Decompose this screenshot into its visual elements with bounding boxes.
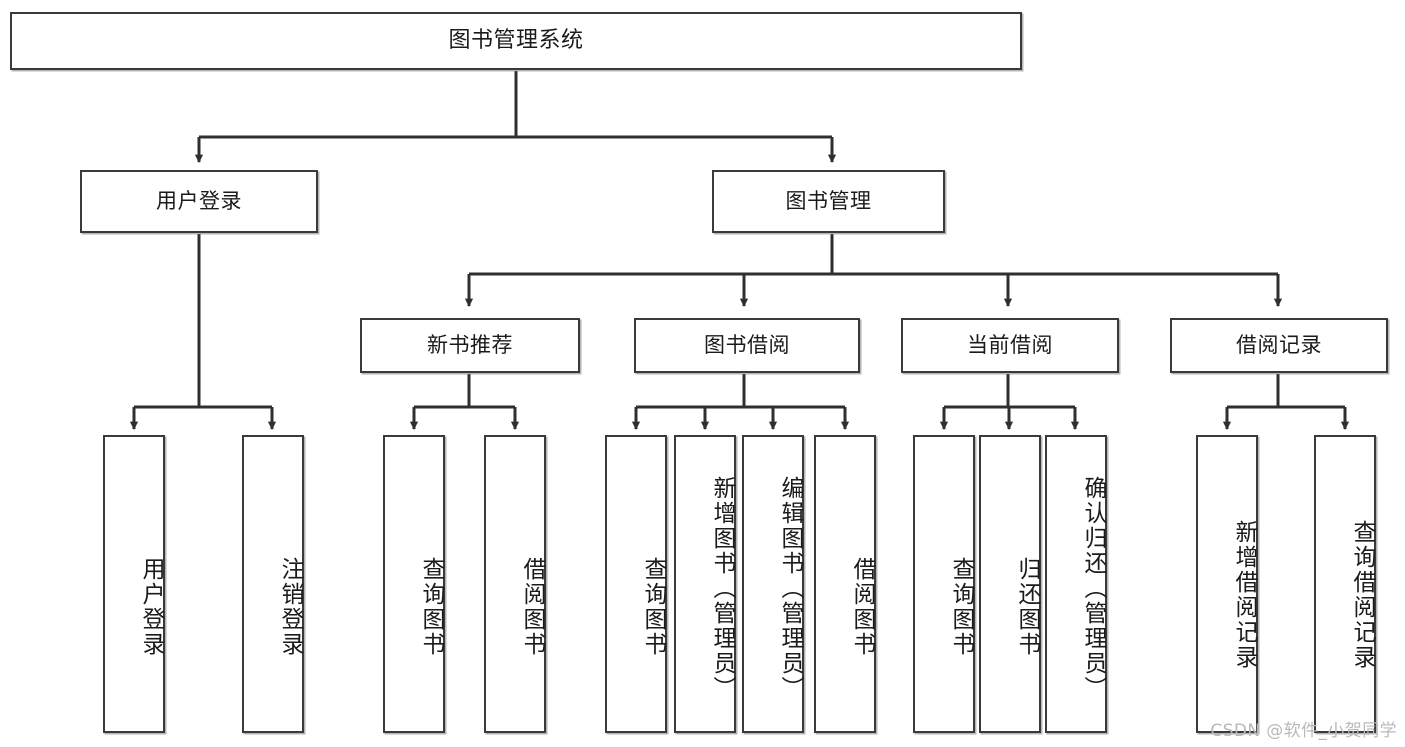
node-leaf-borrow-book-2[interactable]: 借阅图书 (814, 435, 876, 733)
node-borrow-record[interactable]: 借阅记录 (1170, 318, 1388, 373)
edge-borrowrecord-to-leaves (1222, 374, 1350, 430)
node-current-borrow[interactable]: 当前借阅 (901, 318, 1119, 373)
node-leaf-query-book-3-label: 查询图书 (948, 557, 974, 657)
node-leaf-user-logout[interactable]: 注销登录 (242, 435, 304, 733)
node-leaf-return-book[interactable]: 归还图书 (979, 435, 1041, 733)
node-leaf-confirm-return[interactable]: 确认归还（管理员） (1045, 435, 1107, 733)
node-leaf-query-record[interactable]: 查询借阅记录 (1314, 435, 1376, 733)
edge-bookmanage-to-level3 (464, 234, 1283, 307)
edge-newbook-to-leaves (409, 374, 520, 430)
node-leaf-borrow-book-2-label: 借阅图书 (849, 557, 875, 657)
node-leaf-add-book[interactable]: 新增图书（管理员） (674, 435, 736, 733)
node-leaf-query-record-label: 查询借阅记录 (1349, 520, 1375, 670)
node-leaf-edit-book[interactable]: 编辑图书（管理员） (742, 435, 804, 733)
node-new-book-rec[interactable]: 新书推荐 (360, 318, 580, 373)
watermark: CSDN @软件_小贺同学 (1210, 721, 1397, 741)
edge-userlogin-to-leaves (129, 234, 277, 430)
edge-currentborrow-to-leaves (939, 374, 1080, 430)
node-leaf-return-book-label: 归还图书 (1014, 557, 1040, 657)
node-leaf-query-book-1-label: 查询图书 (418, 557, 444, 657)
node-root-label: 图书管理系统 (448, 27, 584, 53)
node-leaf-user-logout-label: 注销登录 (277, 557, 303, 657)
node-leaf-add-book-label: 新增图书（管理员） (709, 475, 735, 701)
node-user-login[interactable]: 用户登录 (80, 170, 318, 233)
node-leaf-user-login-label: 用户登录 (138, 557, 164, 657)
edge-root-to-level2 (194, 71, 837, 163)
node-leaf-query-book-2-label: 查询图书 (640, 557, 666, 657)
node-leaf-edit-book-label: 编辑图书（管理员） (777, 475, 803, 701)
node-borrow-record-label: 借阅记录 (1236, 332, 1322, 357)
node-user-login-label: 用户登录 (156, 188, 242, 213)
node-leaf-add-record[interactable]: 新增借阅记录 (1196, 435, 1258, 733)
node-book-borrow[interactable]: 图书借阅 (634, 318, 860, 373)
node-leaf-user-login[interactable]: 用户登录 (103, 435, 165, 733)
node-leaf-add-record-label: 新增借阅记录 (1231, 520, 1257, 670)
node-leaf-query-book-3[interactable]: 查询图书 (913, 435, 975, 733)
node-leaf-confirm-return-label: 确认归还（管理员） (1080, 475, 1106, 701)
edge-bookborrow-to-leaves (631, 374, 850, 430)
node-book-manage[interactable]: 图书管理 (712, 170, 945, 233)
node-root[interactable]: 图书管理系统 (10, 12, 1022, 70)
node-leaf-query-book-2[interactable]: 查询图书 (605, 435, 667, 733)
node-current-borrow-label: 当前借阅 (967, 332, 1053, 357)
node-new-book-rec-label: 新书推荐 (427, 332, 513, 357)
node-leaf-query-book-1[interactable]: 查询图书 (383, 435, 445, 733)
node-leaf-borrow-book-1-label: 借阅图书 (519, 557, 545, 657)
node-book-borrow-label: 图书借阅 (704, 332, 790, 357)
node-leaf-borrow-book-1[interactable]: 借阅图书 (484, 435, 546, 733)
node-book-manage-label: 图书管理 (785, 188, 872, 213)
